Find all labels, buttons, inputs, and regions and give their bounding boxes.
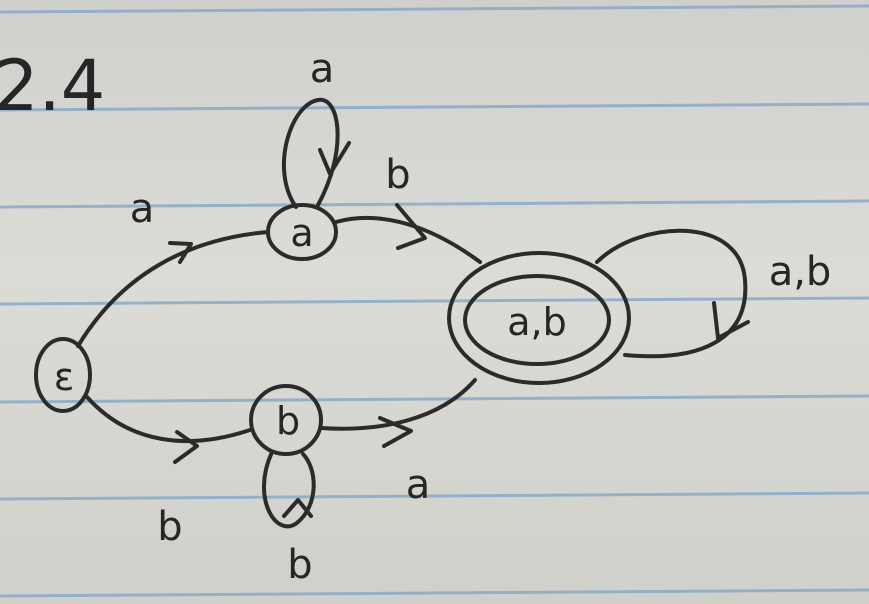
arrowhead-start-to-b: [173, 430, 199, 464]
label-start-to-a: a: [130, 186, 155, 232]
edge-b-to-accept: [319, 378, 477, 431]
label-b-loop: b: [287, 542, 312, 588]
label-b-to-accept: a: [406, 462, 431, 508]
ruled-line: [0, 394, 869, 404]
arrowhead-b-to-accept: [378, 416, 413, 448]
arrowhead-a-to-accept: [395, 203, 427, 250]
label-a-to-accept: b: [385, 152, 410, 198]
ruled-line: [0, 199, 869, 209]
edge-start-to-a: [76, 230, 270, 348]
ruled-line: [0, 588, 869, 598]
state-b-label: b: [276, 399, 300, 443]
ruled-line: [0, 296, 869, 306]
label-start-to-b: b: [157, 504, 182, 550]
state-start-label: ε: [54, 355, 75, 399]
arrowhead-b-loop: [282, 498, 313, 518]
state-b-circle: [249, 384, 323, 456]
edge-a-loop: [281, 97, 340, 209]
state-start-circle: [34, 337, 92, 413]
edge-b-loop: [261, 450, 316, 529]
arrowhead-a-loop: [318, 141, 351, 176]
label-accept-loop: a,b: [769, 249, 832, 295]
heading: 2.4: [0, 45, 105, 127]
arrowhead-accept-loop: [712, 301, 750, 340]
state-accept-label: a,b: [507, 300, 567, 344]
state-a-label: a: [290, 211, 313, 255]
edge-accept-loop: [595, 228, 748, 359]
arrowhead-start-to-a: [168, 241, 193, 264]
state-accept-outer-circle: [447, 251, 631, 385]
edge-a-to-accept: [334, 215, 482, 264]
edge-start-to-b: [85, 395, 252, 444]
state-accept-inner-circle: [463, 274, 611, 366]
label-a-loop: a: [310, 46, 335, 92]
ruled-line: [0, 102, 869, 112]
ruled-line: [0, 491, 869, 501]
ruled-line: [0, 4, 869, 14]
